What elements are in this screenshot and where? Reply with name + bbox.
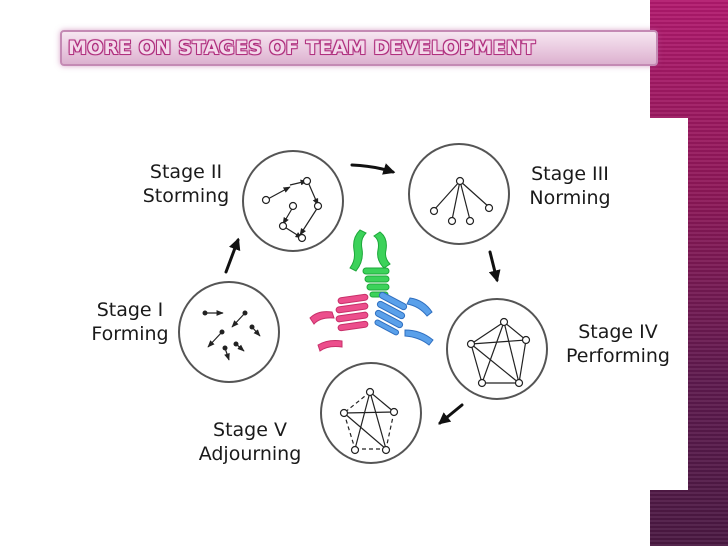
adjourning-circle — [320, 362, 422, 464]
stage-number: Stage III — [531, 163, 609, 185]
storming-circle — [242, 150, 344, 252]
stage-name: Storming — [142, 185, 230, 207]
decorative-side-band — [650, 0, 728, 546]
stage-name: Norming — [529, 187, 611, 209]
arrow-icon — [224, 163, 501, 425]
title-bar: More on Stages of Team Development — [60, 30, 658, 66]
arrow-forming-to-storming — [224, 237, 241, 274]
norming-circle — [408, 143, 510, 245]
stage-label-performing: Stage IV Performing — [560, 320, 676, 368]
forming-circle — [178, 281, 280, 383]
stage-name: Performing — [566, 345, 670, 367]
stage-label-storming: Stage II Storming — [136, 160, 236, 208]
stage-label-norming: Stage III Norming — [520, 162, 620, 210]
arrow-storming-to-norming — [350, 163, 396, 175]
stage-name: Adjourning — [198, 443, 302, 465]
stage-name: Forming — [91, 323, 169, 345]
stage-number: Stage I — [96, 299, 164, 321]
stage-number: Stage V — [213, 419, 287, 441]
arrow-performing-to-adjourning — [438, 403, 464, 425]
slide-title: More on Stages of Team Development — [68, 37, 536, 59]
stage-label-forming: Stage I Forming — [84, 298, 176, 346]
arrow-norming-to-performing — [488, 250, 501, 283]
stage-label-adjourning: Stage V Adjourning — [190, 418, 310, 466]
content-frame-edge — [650, 118, 688, 490]
performing-circle — [446, 298, 548, 400]
stage-number: Stage IV — [578, 321, 658, 343]
stage-number: Stage II — [149, 161, 223, 183]
hands-icon — [309, 229, 434, 352]
